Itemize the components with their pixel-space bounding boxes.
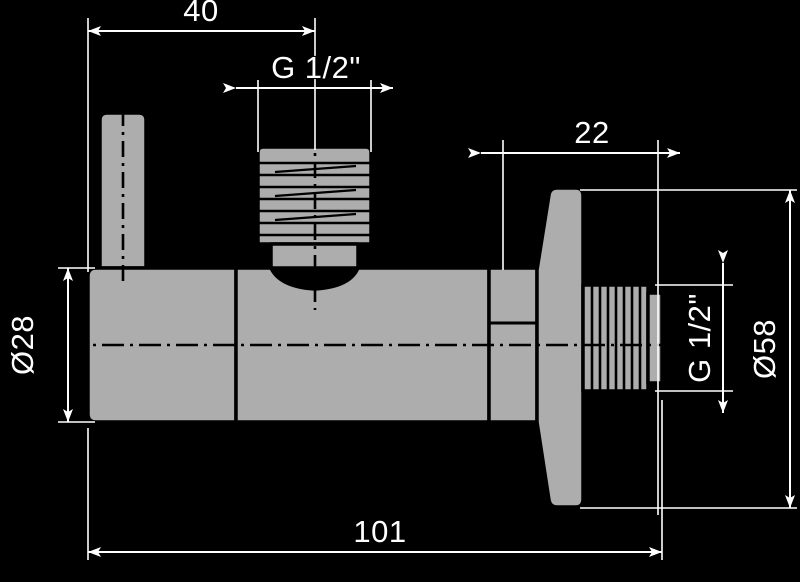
outlet-tip bbox=[646, 291, 664, 385]
dim-label-diameter-58: Ø58 bbox=[747, 319, 782, 379]
dim-diameter-28: Ø28 bbox=[4, 268, 73, 422]
dim-40: 40 bbox=[88, 0, 315, 36]
dim-thread-top: G 1/2" bbox=[223, 49, 393, 93]
valve-geometry bbox=[65, 100, 700, 509]
dim-label-40: 40 bbox=[183, 0, 218, 28]
dim-label-diameter-28: Ø28 bbox=[5, 315, 40, 375]
dim-label-thread-top: G 1/2" bbox=[271, 50, 361, 85]
dim-thread-right: G 1/2" bbox=[681, 250, 728, 413]
wall-flange bbox=[535, 186, 585, 509]
dim-diameter-58: Ø58 bbox=[746, 190, 795, 508]
dim-label-thread-right: G 1/2" bbox=[682, 293, 717, 383]
handle-stem bbox=[98, 111, 148, 270]
dim-label-101: 101 bbox=[353, 514, 406, 549]
right-thread-lines bbox=[590, 286, 642, 390]
dim-22: 22 bbox=[468, 114, 680, 158]
dimension-annotations: 40 G 1/2" 22 Ø28 G 1/2" bbox=[4, 0, 797, 560]
dim-101: 101 bbox=[88, 513, 662, 557]
extension-lines bbox=[58, 18, 797, 560]
dim-label-22: 22 bbox=[574, 115, 609, 150]
